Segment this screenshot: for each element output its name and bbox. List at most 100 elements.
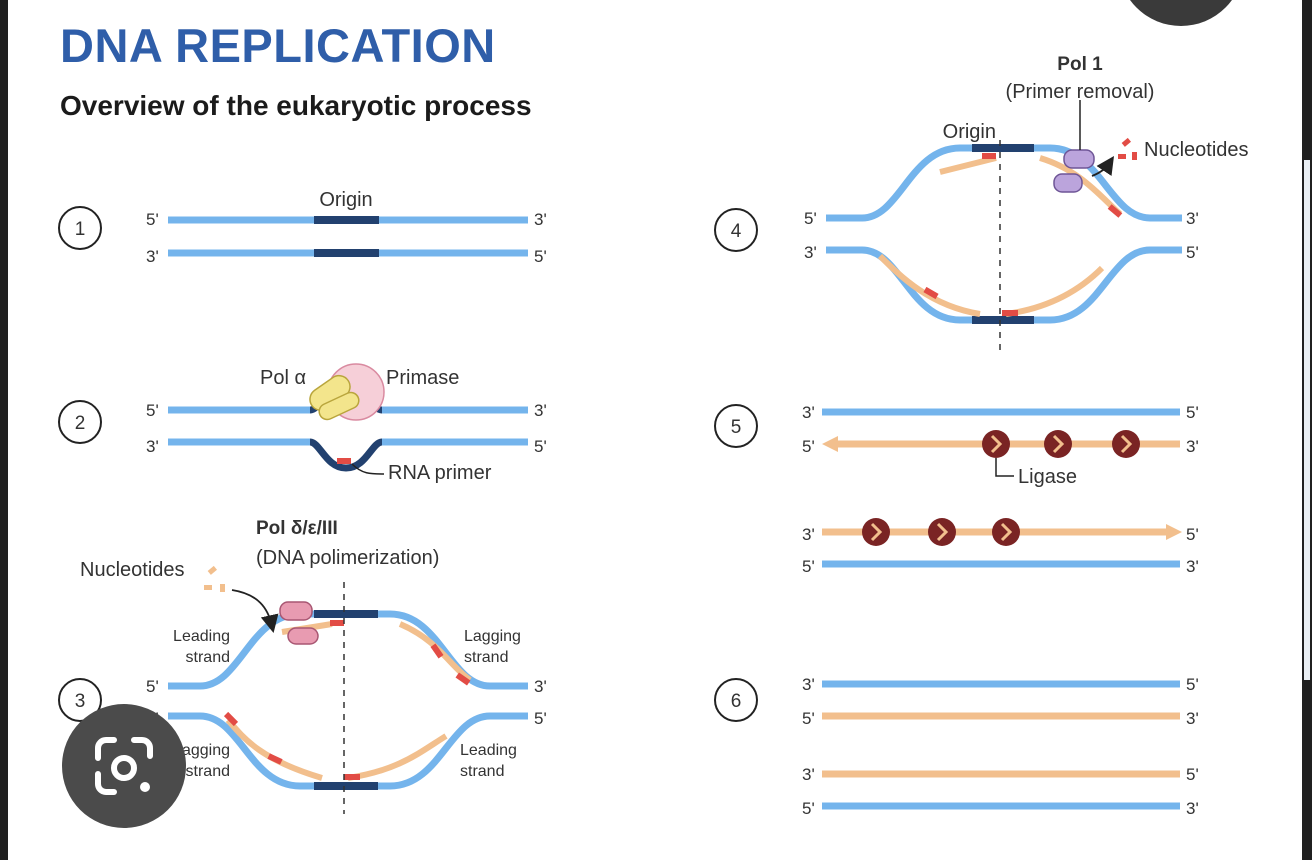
origin-label: Origin [319, 189, 372, 211]
strand-end-label: 5' [146, 210, 159, 229]
ligase-enzyme [1112, 430, 1140, 458]
open-bubble-bottom [308, 438, 384, 472]
google-lens-icon [95, 737, 153, 795]
rna-primer-label: RNA primer [388, 462, 492, 484]
strand-arrowhead [822, 436, 838, 452]
origin-label: Origin [943, 121, 996, 143]
strand-end-label: 3' [146, 247, 159, 266]
origin-segment [314, 610, 378, 618]
strand-end-label: 5' [1186, 675, 1199, 694]
strand-end-label: 5' [1186, 403, 1199, 422]
strand-end-label: 5' [146, 677, 159, 696]
leading-new-strand [347, 733, 448, 781]
step-number: 4 [731, 221, 742, 242]
nucleotide-piece [207, 565, 217, 575]
step-number-circle [714, 678, 758, 722]
primer-segment [455, 672, 471, 686]
step-number: 2 [75, 413, 86, 434]
pol1-enzyme [1063, 149, 1095, 169]
primer-pointer [351, 463, 385, 475]
strand-end-label: 3' [804, 243, 817, 262]
strand-end-label: 5' [802, 437, 815, 456]
pol-delta-label: Pol δ/ε/III [256, 518, 338, 539]
nucleotide-arrow [231, 589, 279, 634]
strand-end-label: 3' [534, 210, 547, 229]
origin-segment [972, 144, 1034, 152]
strand-arrowhead [1166, 524, 1182, 540]
step-1: 1 Origin 5' 3' 3' 5' [58, 189, 547, 266]
strand-end-label: 5' [802, 709, 815, 728]
step-4: 4 Pol 1 (Primer remov [714, 54, 1249, 352]
right-frame-edge [1302, 0, 1312, 860]
pol-alpha-label: Pol α [260, 367, 306, 389]
step-number: 3 [75, 691, 86, 712]
nucleotide-piece [204, 585, 212, 590]
strand-end-label: 3' [802, 675, 815, 694]
strand-type-label: Lagging [464, 628, 521, 645]
step-number-circle [58, 400, 102, 444]
primer-segment [330, 620, 344, 626]
strand-end-label: 3' [1186, 437, 1199, 456]
nucleotide-piece [1132, 152, 1137, 160]
step-number: 5 [731, 417, 742, 438]
pol1-label: Pol 1 [1057, 54, 1103, 75]
strand-end-label: 5' [534, 247, 547, 266]
leading-new-strand [1005, 265, 1105, 317]
leading-new-strand [939, 155, 997, 175]
strand-end-label: 5' [534, 709, 547, 728]
nucleotide-piece [1118, 154, 1126, 159]
strand-end-label: 5' [1186, 765, 1199, 784]
step-2: 2 Pol α Primase RNA primer 5' 3' 3' 5' [58, 363, 547, 484]
page-subtitle: Overview of the eukaryotic process [60, 90, 532, 121]
ligase-enzyme [928, 518, 956, 546]
strand-end-label: 5' [802, 557, 815, 576]
primer-segment [430, 643, 444, 659]
step-number: 6 [731, 691, 742, 712]
strand-end-label: 3' [1186, 557, 1199, 576]
pol-delta-enzyme [279, 601, 313, 621]
origin-segment [314, 216, 379, 224]
primer-segment [1107, 204, 1123, 218]
ligase-label: Ligase [1018, 466, 1077, 488]
pol1-enzyme [1053, 173, 1083, 193]
rna-primer-segment [337, 458, 351, 464]
strand-end-label: 5' [146, 401, 159, 420]
step-number-circle [714, 208, 758, 252]
strand-end-label: 5' [804, 209, 817, 228]
dna-polimerization-label: (DNA polimerization) [256, 547, 439, 569]
nucleotides-label: Nucleotides [80, 559, 185, 581]
primer-segment [344, 774, 360, 780]
strand-type-label: strand [460, 763, 504, 780]
top-parent-strand [826, 144, 1182, 222]
lagging-new-strand [877, 253, 981, 317]
primase-label: Primase [386, 367, 459, 389]
primer-segment [1002, 310, 1018, 316]
strand-end-label: 3' [802, 525, 815, 544]
strand-type-label: Leading [460, 742, 517, 759]
origin-segment [972, 316, 1034, 324]
ligase-enzyme [992, 518, 1020, 546]
strand-end-label: 5' [534, 437, 547, 456]
ligase-enzyme [862, 518, 890, 546]
strand-end-label: 5' [802, 799, 815, 818]
step-5: 5 Ligase [714, 403, 1199, 576]
primer-segment [223, 711, 239, 727]
step-number: 1 [75, 219, 86, 240]
strand-type-label: Lagging [173, 742, 230, 759]
lens-search-button[interactable] [62, 704, 186, 828]
strand-type-label: strand [186, 649, 230, 666]
step-number-circle [58, 206, 102, 250]
origin-segment [314, 249, 379, 257]
lagging-new-strand [225, 718, 323, 781]
strand-end-label: 5' [1186, 243, 1199, 262]
strand-end-label: 3' [1186, 209, 1199, 228]
strand-end-label: 3' [534, 401, 547, 420]
step-3: 3 Pol [58, 518, 547, 814]
pol-alpha-enzyme [318, 391, 360, 421]
strand-type-label: Leading [173, 628, 230, 645]
primer-segment [982, 153, 996, 159]
strand-end-label: 3' [146, 437, 159, 456]
strand-end-label: 3' [802, 765, 815, 784]
pol-delta-enzyme [287, 627, 319, 645]
